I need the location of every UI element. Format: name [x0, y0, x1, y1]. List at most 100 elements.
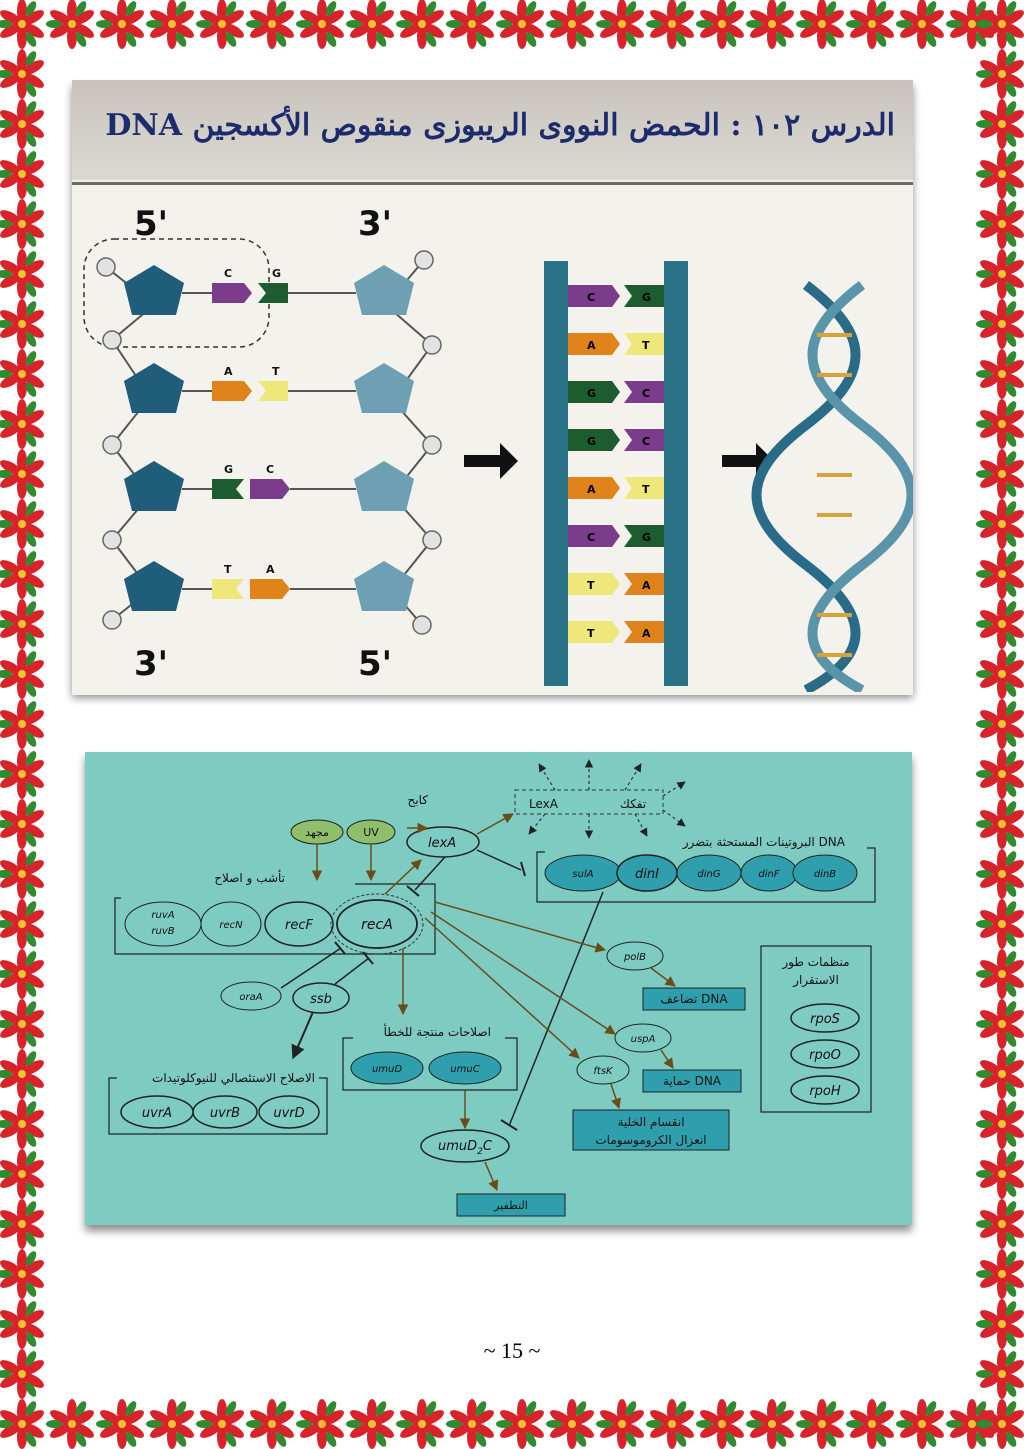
rpoS-label: rpoS	[810, 1012, 840, 1027]
base-letter: C	[266, 463, 274, 476]
stationary-phase-title: منظمات طور	[781, 955, 849, 970]
ladder-base-letter: A	[587, 339, 596, 352]
excision-bracket	[108, 1077, 328, 1135]
nucleotide-highlight-box	[83, 238, 270, 348]
dinF-label: dinF	[758, 869, 779, 880]
oraA-gene-node	[220, 981, 282, 1011]
right-arrow-icon	[464, 443, 518, 479]
right-sugars	[354, 265, 414, 611]
base-letter: A	[266, 563, 275, 576]
ladder-base-letter: C	[642, 435, 650, 448]
left-sugars	[124, 265, 184, 611]
deoxyribose-sugar	[354, 265, 414, 315]
rpoO-gene-node	[790, 1039, 860, 1069]
polB-label: polB	[623, 952, 646, 963]
cell-division-box	[572, 1109, 730, 1151]
replication-box	[642, 987, 746, 1011]
recA-gene-node	[336, 899, 418, 949]
umud2c-label: umuD2C	[438, 1139, 493, 1157]
stationary-phase-box	[760, 945, 872, 1113]
dna-diagram: 5' 3' 3' 5'	[83, 204, 917, 695]
ladder-base-letter: A	[587, 483, 596, 496]
protection-label: حماية DNA	[663, 1074, 722, 1088]
base-pair-row: T A	[182, 563, 356, 599]
repressor-label: كابح	[408, 793, 429, 807]
ladder-base-letter: G	[587, 435, 596, 448]
ladder-right-rail	[664, 261, 688, 686]
lexa-gene-node	[406, 826, 480, 858]
base-letter: G	[224, 463, 233, 476]
base-pair-row: A T	[182, 365, 356, 401]
uvrB-label: uvrB	[210, 1106, 240, 1121]
uvrA-label: uvrA	[142, 1106, 172, 1121]
deoxyribose-sugar	[124, 363, 184, 413]
recF-label: recF	[285, 918, 313, 933]
deoxyribose-sugar	[354, 561, 414, 611]
page-number: ~ 15 ~	[483, 1338, 541, 1363]
umuC-gene-node	[428, 1051, 502, 1085]
dna-structure-figure: الدرس ١٠٢ : الحمض النووى الريبوزى منقوص …	[72, 80, 917, 695]
ladder-left-rail	[544, 261, 568, 686]
stationary-phase-subtitle: الاستقرار	[792, 973, 839, 988]
mutagen-label: مجهد	[305, 826, 329, 839]
sos-response-diagram: LexA تفكك كابح lexA مجهد UV تأشب و اصلاح	[85, 752, 912, 1225]
deoxyribose-sugar	[124, 561, 184, 611]
dinI-label: dinI	[635, 867, 659, 882]
label-3prime-bottom-left: 3'	[134, 644, 168, 684]
phosphate	[422, 530, 442, 550]
double-helix	[751, 281, 917, 695]
dna-diagram-panel: 5' 3' 3' 5'	[72, 182, 917, 695]
dinG-label: dinG	[697, 869, 720, 880]
rpoH-label: rpoH	[809, 1084, 841, 1099]
recN-gene-node	[200, 901, 262, 947]
ladder-base-letter: T	[642, 483, 650, 496]
error-prone-bracket	[342, 1037, 518, 1091]
uspA-gene-node	[614, 1023, 672, 1053]
ladder-base-letter: A	[642, 579, 651, 592]
ladder-base-letter: G	[587, 387, 596, 400]
dinB-label: dinB	[814, 869, 836, 880]
error-prone-label: اصلاحات منتجة للخطأ	[384, 1023, 491, 1039]
phosphate	[422, 435, 442, 455]
cell-division-label: انقسام الخلية	[617, 1115, 684, 1129]
dinB-gene-node	[792, 854, 858, 892]
ladder-base-letter: T	[642, 339, 650, 352]
base-pair-row: C G	[182, 267, 356, 303]
ladder-base-letter: C	[587, 531, 595, 544]
umuD-label: umuD	[372, 1064, 402, 1075]
deoxyribose-sugar	[124, 461, 184, 511]
mutagenesis-box	[456, 1193, 566, 1217]
phosphate	[412, 615, 432, 635]
phosphate	[102, 610, 122, 630]
deoxyribose-sugar	[124, 265, 184, 315]
ladder-base-letter: C	[642, 387, 650, 400]
phosphate	[102, 435, 122, 455]
umud2c-complex-node	[420, 1129, 510, 1163]
damage-proteins-label: البروتينات المستحثة بتضرر DNA	[682, 835, 846, 850]
ladder-base-letter: G	[642, 531, 651, 544]
mutagenesis-label: التطفير	[493, 1199, 528, 1212]
uspA-label: uspA	[631, 1034, 656, 1045]
phosphate	[96, 257, 116, 277]
ftsK-label: ftsK	[593, 1066, 614, 1077]
recN-label: recN	[219, 920, 243, 931]
replication-label: تضاعف DNA	[660, 992, 728, 1006]
cleave-label: تفكك	[620, 797, 646, 811]
base-pair-row: G C	[182, 463, 356, 499]
base-letter: G	[272, 267, 281, 280]
base-letter: A	[224, 365, 233, 378]
label-5prime-top-left: 5'	[134, 204, 168, 244]
ladder-base-letter: C	[587, 291, 595, 304]
ladder-base-letter: A	[642, 627, 651, 640]
rpoH-gene-node	[790, 1075, 860, 1105]
chromosome-segregation-label: انعزال الكروموسومات	[595, 1133, 706, 1148]
protection-box	[642, 1069, 742, 1093]
ssb-label: ssb	[310, 992, 332, 1007]
